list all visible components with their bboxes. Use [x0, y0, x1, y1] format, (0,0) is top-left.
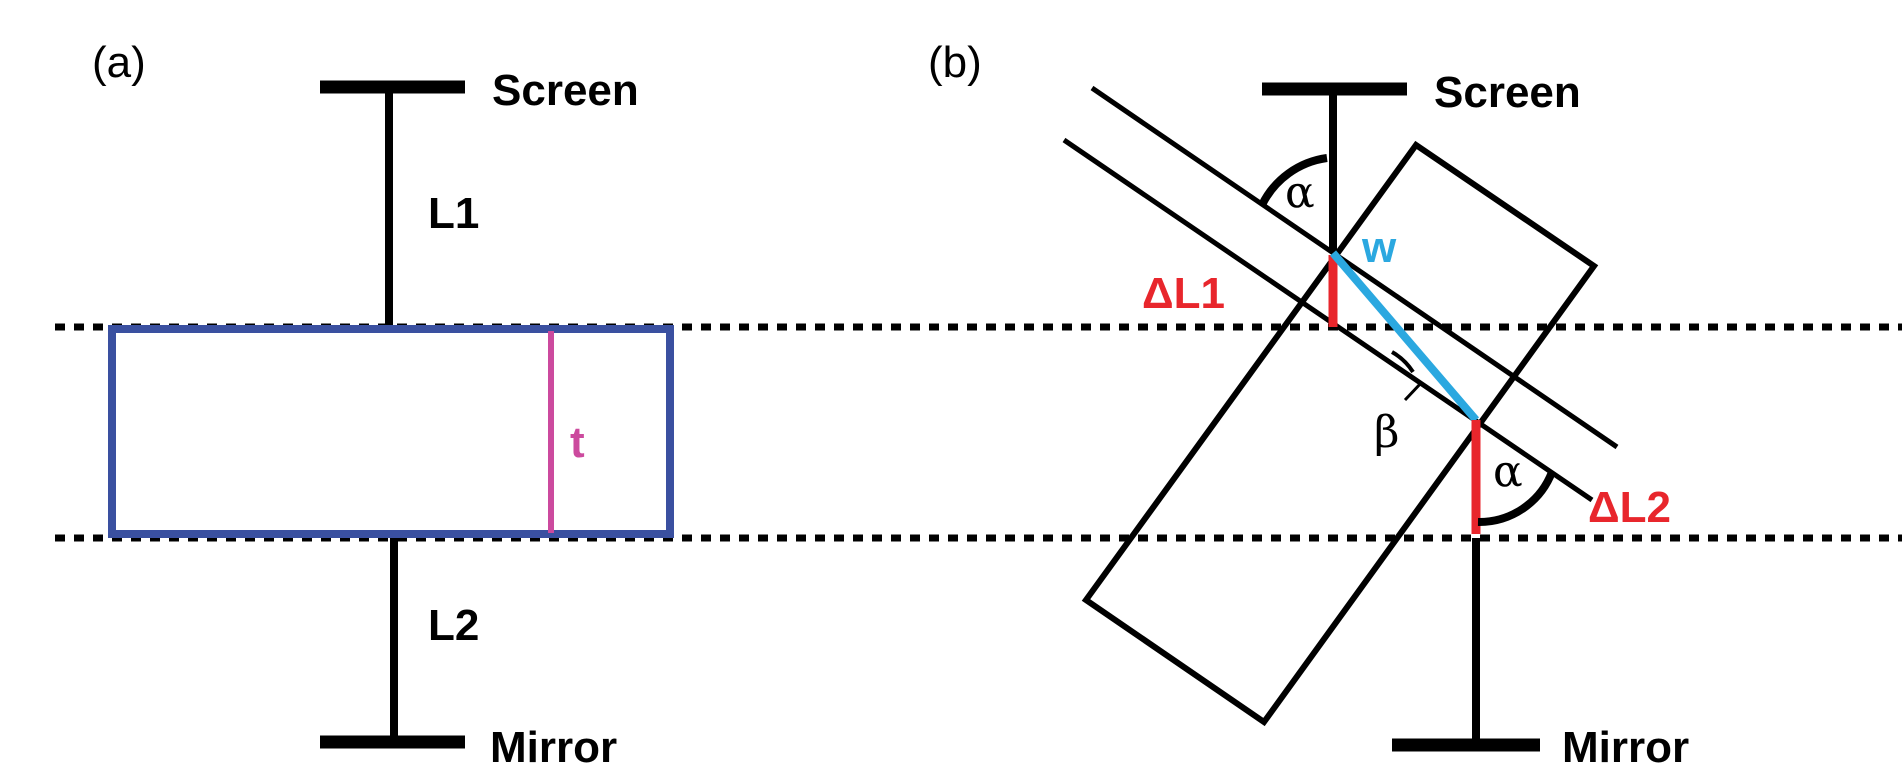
- w-label: w: [1361, 223, 1397, 272]
- delta-l1-label: ΔL1: [1142, 269, 1225, 318]
- panel-a: (a) Screen L1 t L2 Mirror: [92, 38, 674, 772]
- beta-label: β: [1374, 407, 1399, 458]
- slab-a: [108, 325, 674, 538]
- beta-leader: [1403, 380, 1424, 402]
- panel-a-label: (a): [92, 38, 146, 87]
- w-segment: [1329, 250, 1480, 423]
- mirror-label-b: Mirror: [1562, 723, 1689, 772]
- alpha-arc-top: [1258, 154, 1328, 207]
- screen-label-a: Screen: [492, 66, 639, 115]
- lower-ray: [1062, 137, 1594, 503]
- beta-arc: [1390, 350, 1415, 374]
- thickness-label: t: [570, 418, 585, 467]
- l1-label: L1: [428, 189, 479, 238]
- mirror-label-a: Mirror: [490, 723, 617, 772]
- alpha-label-bottom: α: [1493, 446, 1523, 497]
- tilted-slab: [1081, 140, 1599, 727]
- panel-b-label: (b): [928, 38, 982, 87]
- screen-label-b: Screen: [1434, 68, 1581, 117]
- panel-b: (b) Screen α ΔL1 w β ΔL2 α Mirror: [928, 38, 1689, 772]
- upper-ray: [1090, 85, 1619, 450]
- delta-l2-label: ΔL2: [1588, 483, 1671, 532]
- alpha-arc-bottom: [1477, 470, 1556, 527]
- l2-label: L2: [428, 601, 479, 650]
- alpha-label-top: α: [1285, 167, 1315, 218]
